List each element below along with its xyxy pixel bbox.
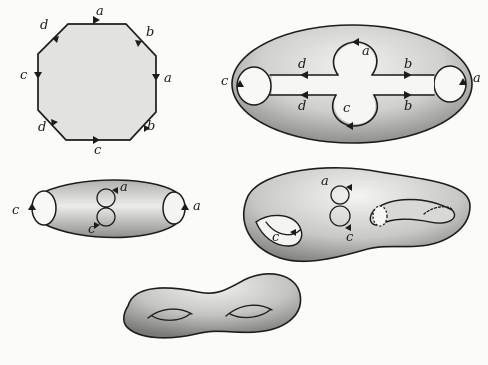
- edge-label: a: [96, 4, 104, 19]
- genus-two-figure: [124, 274, 301, 338]
- cylinder-figure: c a a c: [12, 180, 201, 238]
- edge-label: c: [88, 222, 96, 237]
- edge-label: d: [298, 57, 306, 72]
- right-end-disc: [163, 192, 185, 224]
- edge-label: b: [404, 57, 412, 72]
- edge-label: b: [146, 25, 154, 40]
- edge-label: d: [40, 18, 48, 33]
- left-end-disc: [32, 191, 56, 225]
- octagon-figure: a b a b c d c d: [20, 4, 172, 158]
- edge-label: c: [94, 143, 102, 158]
- edge-label: d: [298, 99, 306, 114]
- edge-label: a: [473, 71, 481, 86]
- edge-label: a: [193, 199, 201, 214]
- edge-label: c: [221, 74, 229, 89]
- edge-label: c: [272, 230, 280, 245]
- edge-label: b: [147, 119, 155, 134]
- edge-label: a: [120, 180, 128, 195]
- handle-body-figure: a c c: [244, 168, 470, 261]
- oval-figure: c a d b a d b c: [221, 25, 481, 143]
- edge-label: d: [38, 120, 46, 135]
- edge-label: c: [343, 101, 351, 116]
- edge-label: a: [164, 71, 172, 86]
- edge-label: a: [362, 44, 370, 59]
- edge-label: b: [404, 99, 412, 114]
- edge-label: c: [12, 203, 20, 218]
- edge-label: c: [346, 230, 354, 245]
- double-torus-shape: [124, 274, 301, 338]
- edge-label: c: [20, 68, 28, 83]
- edge-label: a: [321, 174, 329, 189]
